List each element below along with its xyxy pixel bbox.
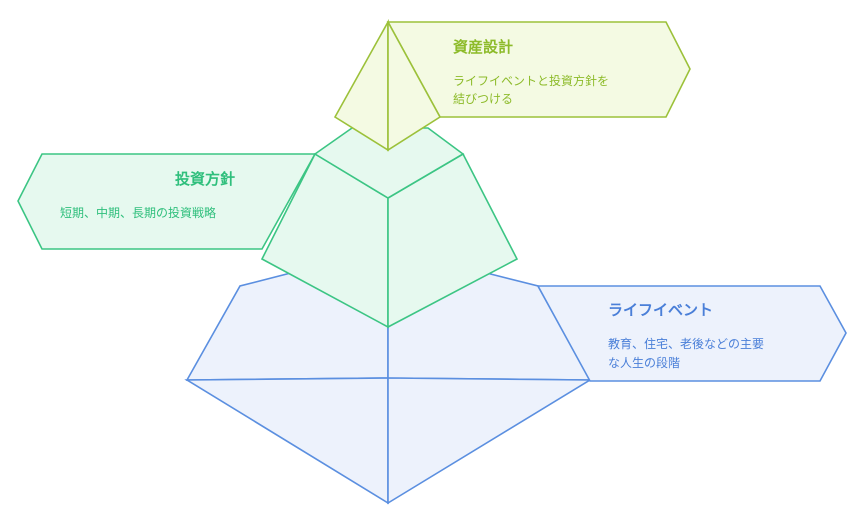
investment-policy-title: 投資方針 xyxy=(175,170,235,188)
layer-asset-design xyxy=(333,18,691,152)
asset-design-title: 資産設計 xyxy=(453,38,513,56)
investment-policy-desc: 短期、中期、長期の投資戦略 xyxy=(60,205,216,220)
asset-design-right-face xyxy=(387,21,442,152)
life-events-base-front xyxy=(184,377,389,505)
investment-policy-back-face xyxy=(313,127,465,199)
investment-policy-callout xyxy=(17,153,317,250)
layer-investment-policy xyxy=(17,127,519,329)
life-events-callout xyxy=(536,285,847,382)
life-events-desc-line-2: な人生の段階 xyxy=(608,355,680,370)
asset-design-desc-line-2: 結びつける xyxy=(453,92,513,106)
life-events-desc-line-1: 教育、住宅、老後などの主要 xyxy=(608,336,764,351)
asset-design-desc-line-1: ライフイベントと投資方針を xyxy=(453,73,609,88)
life-events-base-front-right xyxy=(387,377,593,505)
layer-life-events xyxy=(184,246,847,505)
asset-design-callout xyxy=(386,21,691,118)
life-events-title: ライフイベント xyxy=(608,301,713,319)
asset-design-left-face xyxy=(333,18,389,152)
